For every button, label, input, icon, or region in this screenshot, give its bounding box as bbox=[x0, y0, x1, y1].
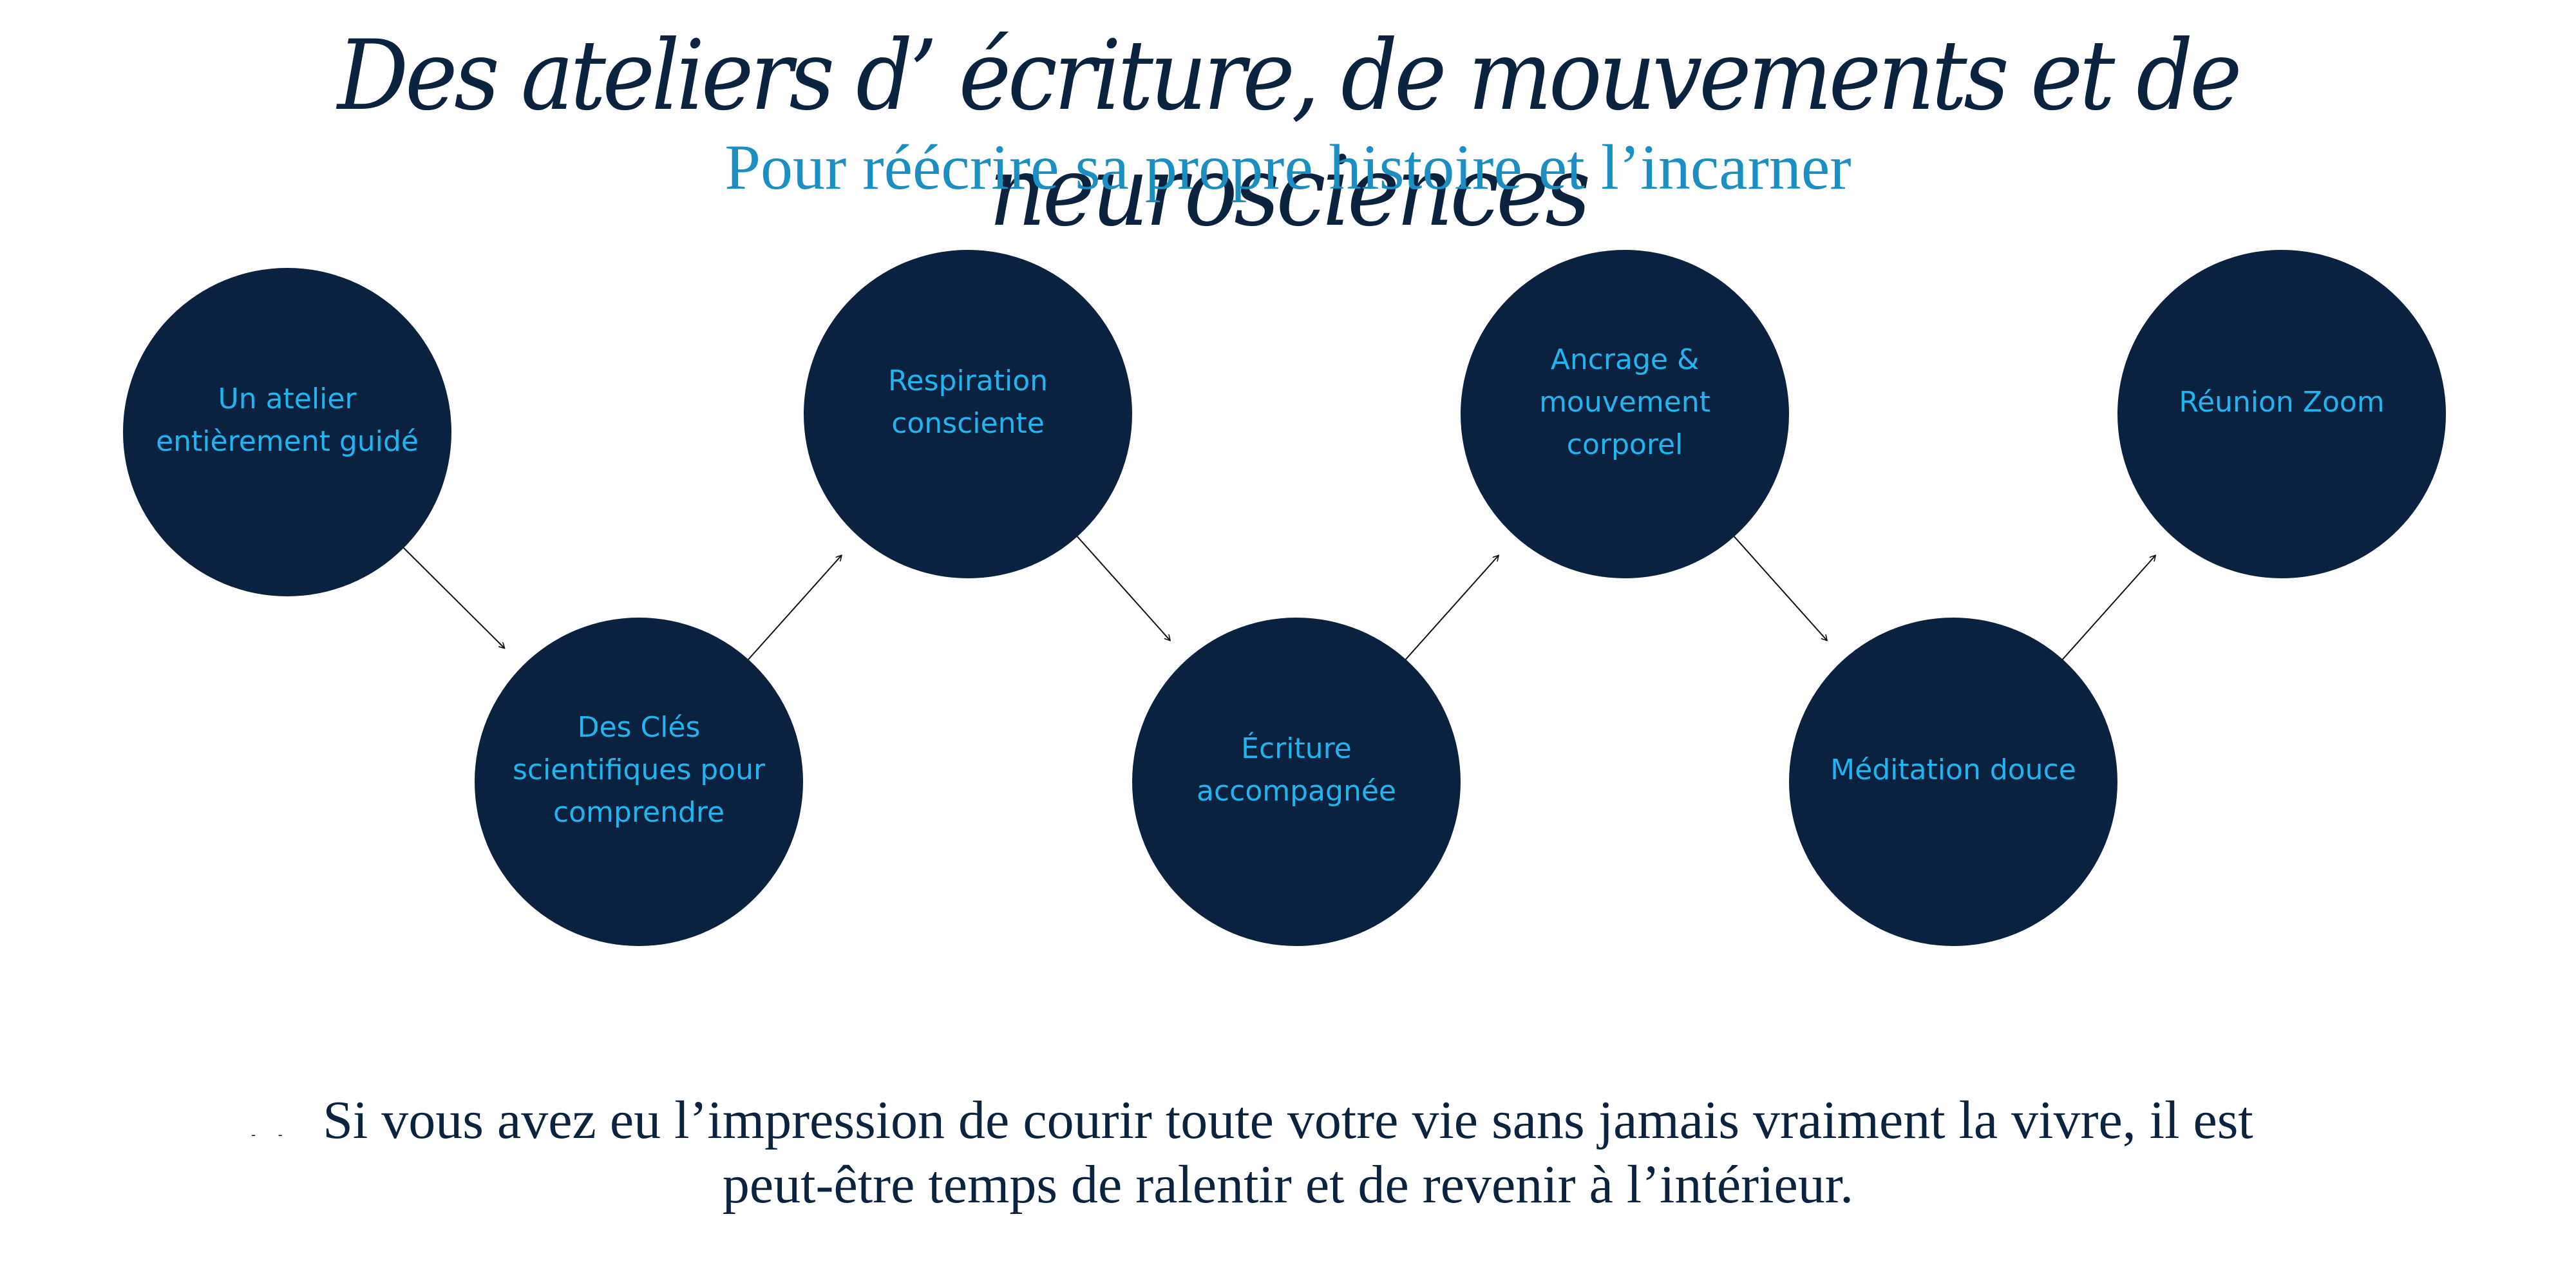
step-node-2 bbox=[475, 618, 803, 946]
step-node-label-line: entièrement guidé bbox=[156, 425, 419, 458]
step-node-label-line: Écriture bbox=[1241, 732, 1352, 765]
step-node-3 bbox=[804, 250, 1132, 578]
step-node-label-line: scientifiques pour bbox=[512, 753, 766, 786]
step-node-5 bbox=[1461, 250, 1789, 578]
connector-arrow-4 bbox=[1401, 556, 1499, 664]
closing-statement-line-1: Si vous avez eu l’impression de courir t… bbox=[323, 1090, 2253, 1150]
connector-arrow-2 bbox=[744, 556, 842, 664]
step-node-label: Respiration consciente bbox=[833, 360, 1103, 445]
step-node-1 bbox=[123, 268, 451, 596]
step-node-7 bbox=[2117, 250, 2446, 578]
step-node-label-line: Un atelier bbox=[218, 383, 357, 415]
closing-statement-line-2: peut-être temps de ralentir et de reveni… bbox=[722, 1155, 1854, 1215]
step-node-label: Un atelier entièrement guidé bbox=[152, 378, 422, 463]
connector-arrow-3 bbox=[1073, 532, 1170, 640]
step-node-6 bbox=[1789, 618, 2117, 946]
bullet-marker: - - bbox=[251, 1127, 292, 1142]
step-node-label-line: accompagnée bbox=[1197, 775, 1396, 808]
step-node-label-line: comprendre bbox=[553, 796, 725, 829]
closing-statement: Si vous avez eu l’impression de courir t… bbox=[0, 1088, 2576, 1217]
connector-arrow-1 bbox=[399, 544, 504, 648]
step-node-label-line: Méditation douce bbox=[1830, 753, 2076, 786]
connector-arrow-6 bbox=[2058, 556, 2155, 664]
step-node-label-line: mouvement bbox=[1539, 386, 1710, 419]
page-title: Des ateliers d’ écriture, de mouvements … bbox=[337, 20, 2242, 248]
step-node-label-line: corporel bbox=[1566, 428, 1683, 461]
step-node-label: Réunion Zoom bbox=[2146, 381, 2417, 424]
connector-arrow-5 bbox=[1730, 532, 1827, 640]
step-node-label: Des Clés scientifiques pour comprendre bbox=[504, 706, 774, 834]
step-node-label: Ancrage & mouvement corporel bbox=[1490, 339, 1760, 466]
page-subtitle: Pour réécrire sa propre histoire et l’in… bbox=[724, 131, 1852, 203]
step-node-label-line: Réunion Zoom bbox=[2179, 386, 2385, 419]
step-node-label-line: Respiration bbox=[887, 365, 1048, 397]
step-node-4 bbox=[1132, 618, 1461, 946]
step-node-label-line: Des Clés bbox=[577, 711, 701, 744]
step-node-label-line: consciente bbox=[891, 407, 1045, 440]
step-node-label-line: Ancrage & bbox=[1550, 343, 1700, 376]
step-node-label: Écriture accompagnée bbox=[1161, 728, 1432, 813]
step-node-label: Méditation douce bbox=[1818, 749, 2088, 791]
